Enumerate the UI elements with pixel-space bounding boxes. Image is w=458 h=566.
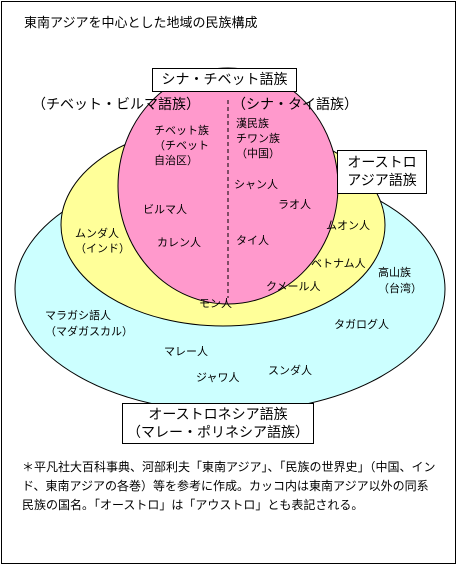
karen-label: カレン人 [157, 236, 201, 249]
thai-label: タイ人 [236, 234, 269, 247]
sino-tibetan-label-text: シナ・チベット語族 [161, 72, 288, 88]
austro-asiatic-label-line1: オーストロ [347, 155, 417, 171]
austronesian-label: オーストロネシア語族 （マレー・ポリネシア語族） [122, 403, 314, 444]
diagram-title: 東南アジアを中心とした地域の民族構成 [24, 16, 258, 31]
malagasy-line2: （マダガスカル） [45, 325, 133, 338]
tibetan-line3: 自治区） [154, 154, 198, 167]
shan-label: シャン人 [234, 178, 278, 191]
austro-asiatic-label: オーストロ アジア語族 [337, 150, 427, 194]
mon-label: モン人 [199, 297, 232, 310]
munda-line2: （インド） [75, 242, 130, 255]
muong-label: ムオン人 [326, 219, 370, 232]
malagasy-line1: マラガシ語人 [45, 309, 111, 322]
tibeto-burman-label: （チベット・ビルマ語族） [32, 97, 200, 113]
han-line1: 漢民族 [236, 117, 269, 130]
vietnamese-label: ベトナム人 [311, 257, 366, 270]
source-note: ＊平凡社大百科事典、河部利夫「東南アジア」、「民族の世界史」（中国、インド、東南… [22, 460, 436, 512]
austronesian-label-line2: （マレー・ポリネシア語族） [127, 425, 309, 441]
malay-label: マレー人 [164, 345, 208, 358]
munda-line1: ムンダ人 [75, 227, 119, 240]
han-line2: チワン族 [236, 132, 280, 145]
sino-tai-label: （シナ・タイ語族） [232, 97, 358, 113]
highland-line1: 高山族 [378, 266, 411, 279]
han-line3: （中国） [236, 147, 280, 160]
tagalog-label: タガログ人 [334, 318, 389, 331]
austronesian-label-line1: オーストロネシア語族 [148, 407, 288, 423]
java-label: ジャワ人 [196, 371, 240, 384]
sino-tibetan-label: シナ・チベット語族 [152, 68, 297, 92]
austro-asiatic-label-line2: アジア語族 [347, 173, 417, 189]
khmer-label: クメール人 [266, 280, 321, 293]
tibetan-line1: チベット族 [154, 124, 209, 137]
highland-line2: （台湾） [378, 282, 422, 295]
burmese-label: ビルマ人 [143, 203, 187, 216]
lao-label: ラオ人 [278, 198, 311, 211]
tibetan-line2: （チベット [154, 139, 209, 152]
sunda-label: スンダ人 [268, 364, 312, 377]
